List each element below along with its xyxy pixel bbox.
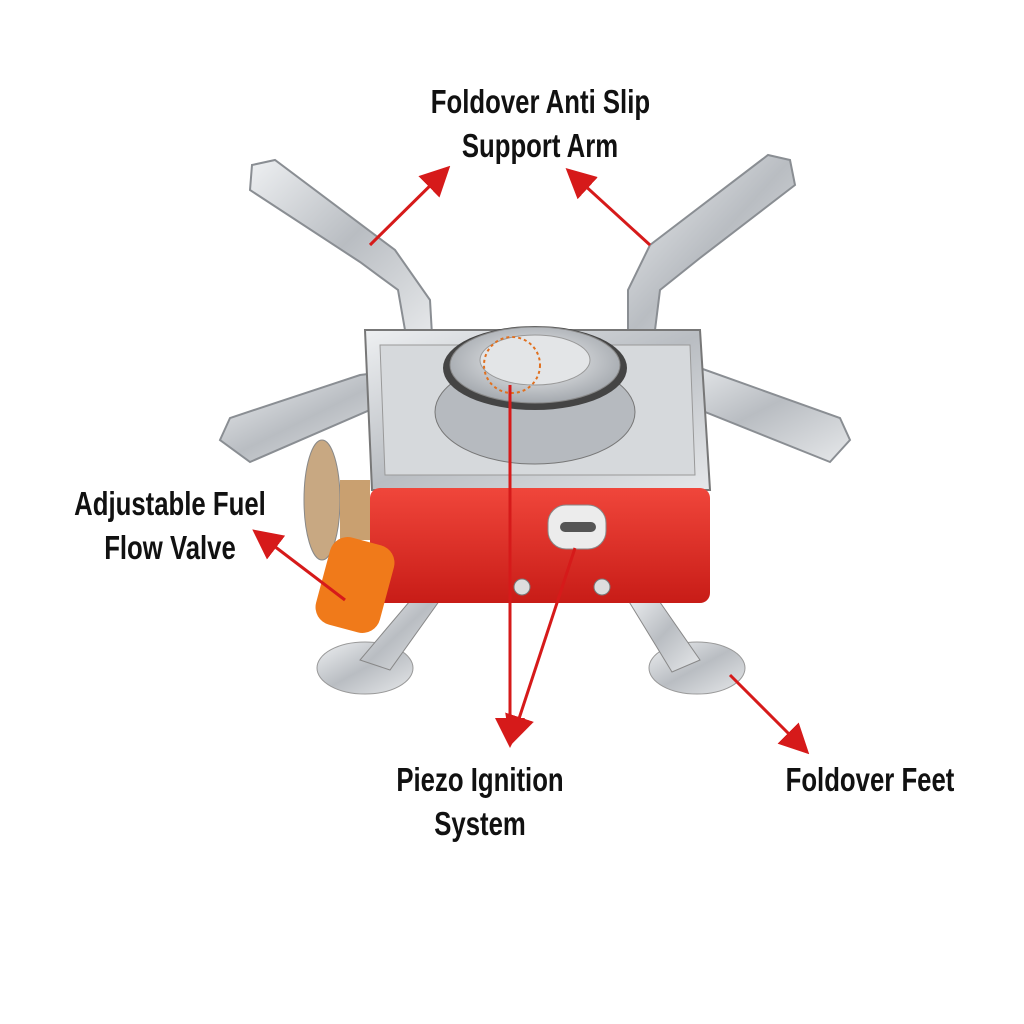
label-fuel-valve: Adjustable Fuel Flow Valve — [61, 482, 279, 570]
fuel-valve — [303, 439, 395, 633]
arrow-support-arm-left — [368, 165, 451, 247]
label-line: Flow Valve — [104, 529, 236, 566]
label-feet: Foldover Feet — [761, 758, 979, 802]
label-line: System — [434, 805, 526, 842]
callout-arrows — [252, 165, 810, 755]
arrow-fuel-valve — [252, 529, 346, 602]
label-line: Foldover Anti Slip — [430, 83, 651, 120]
label-line: Adjustable Fuel — [74, 485, 266, 522]
label-line: Foldover Feet — [785, 761, 955, 798]
arrow-feet — [728, 673, 810, 755]
arrow-piezo-button — [505, 547, 577, 746]
label-line: Piezo Ignition — [396, 761, 564, 798]
label-line: Support Arm — [461, 127, 619, 164]
arrow-support-arm-right — [565, 167, 652, 247]
label-support-arm: Foldover Anti Slip Support Arm — [430, 80, 651, 168]
burner — [434, 326, 636, 465]
foldover-feet — [316, 594, 746, 695]
label-piezo: Piezo Ignition System — [371, 758, 589, 846]
